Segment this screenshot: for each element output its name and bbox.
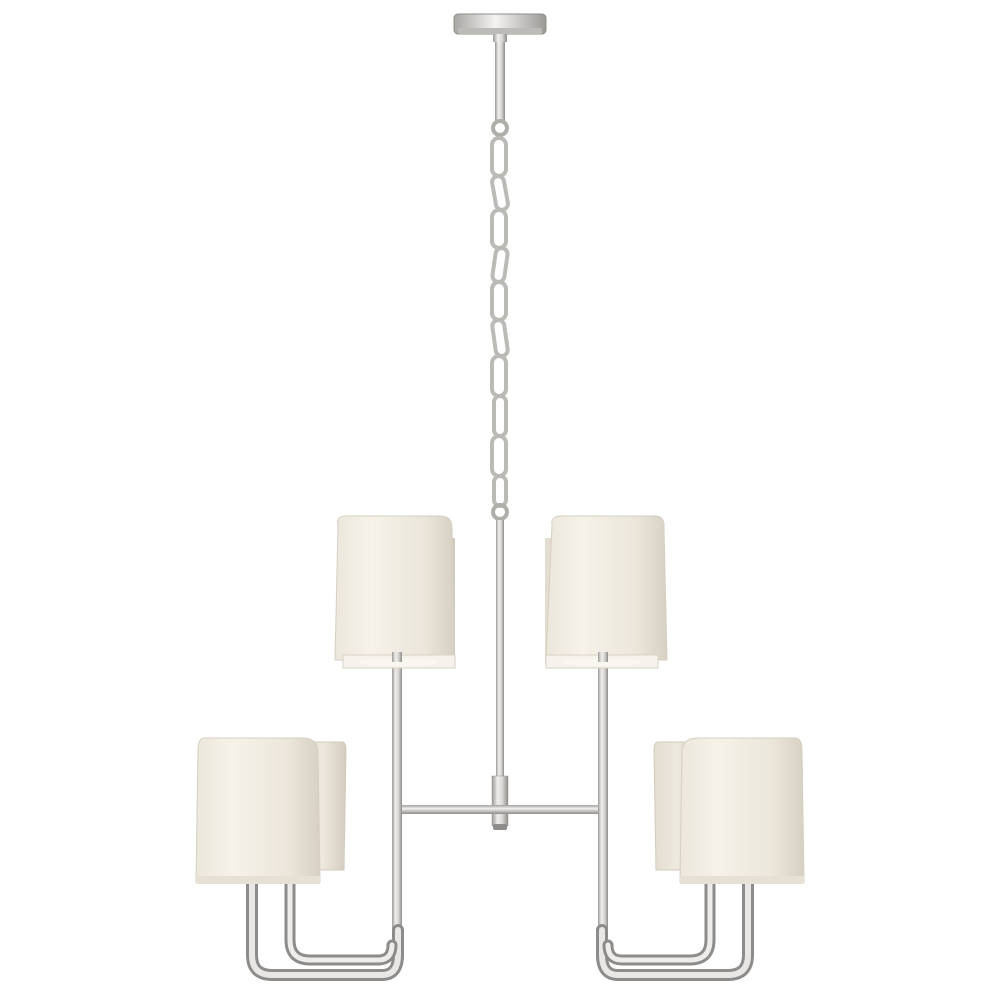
lower-right-front-shade [679,737,805,884]
lower-right-arms [596,874,754,981]
ceiling-canopy [453,13,547,42]
lower-left-front-shade [195,737,321,884]
upper-right-arm [598,655,608,955]
crossbar [400,805,600,814]
upper-left-shade [334,515,456,669]
down-rod [495,42,505,122]
chain [490,119,510,521]
upper-left-arm [392,655,402,955]
lower-left-arms [246,874,404,981]
center-stem [491,520,509,830]
upper-right-shade [545,515,668,669]
